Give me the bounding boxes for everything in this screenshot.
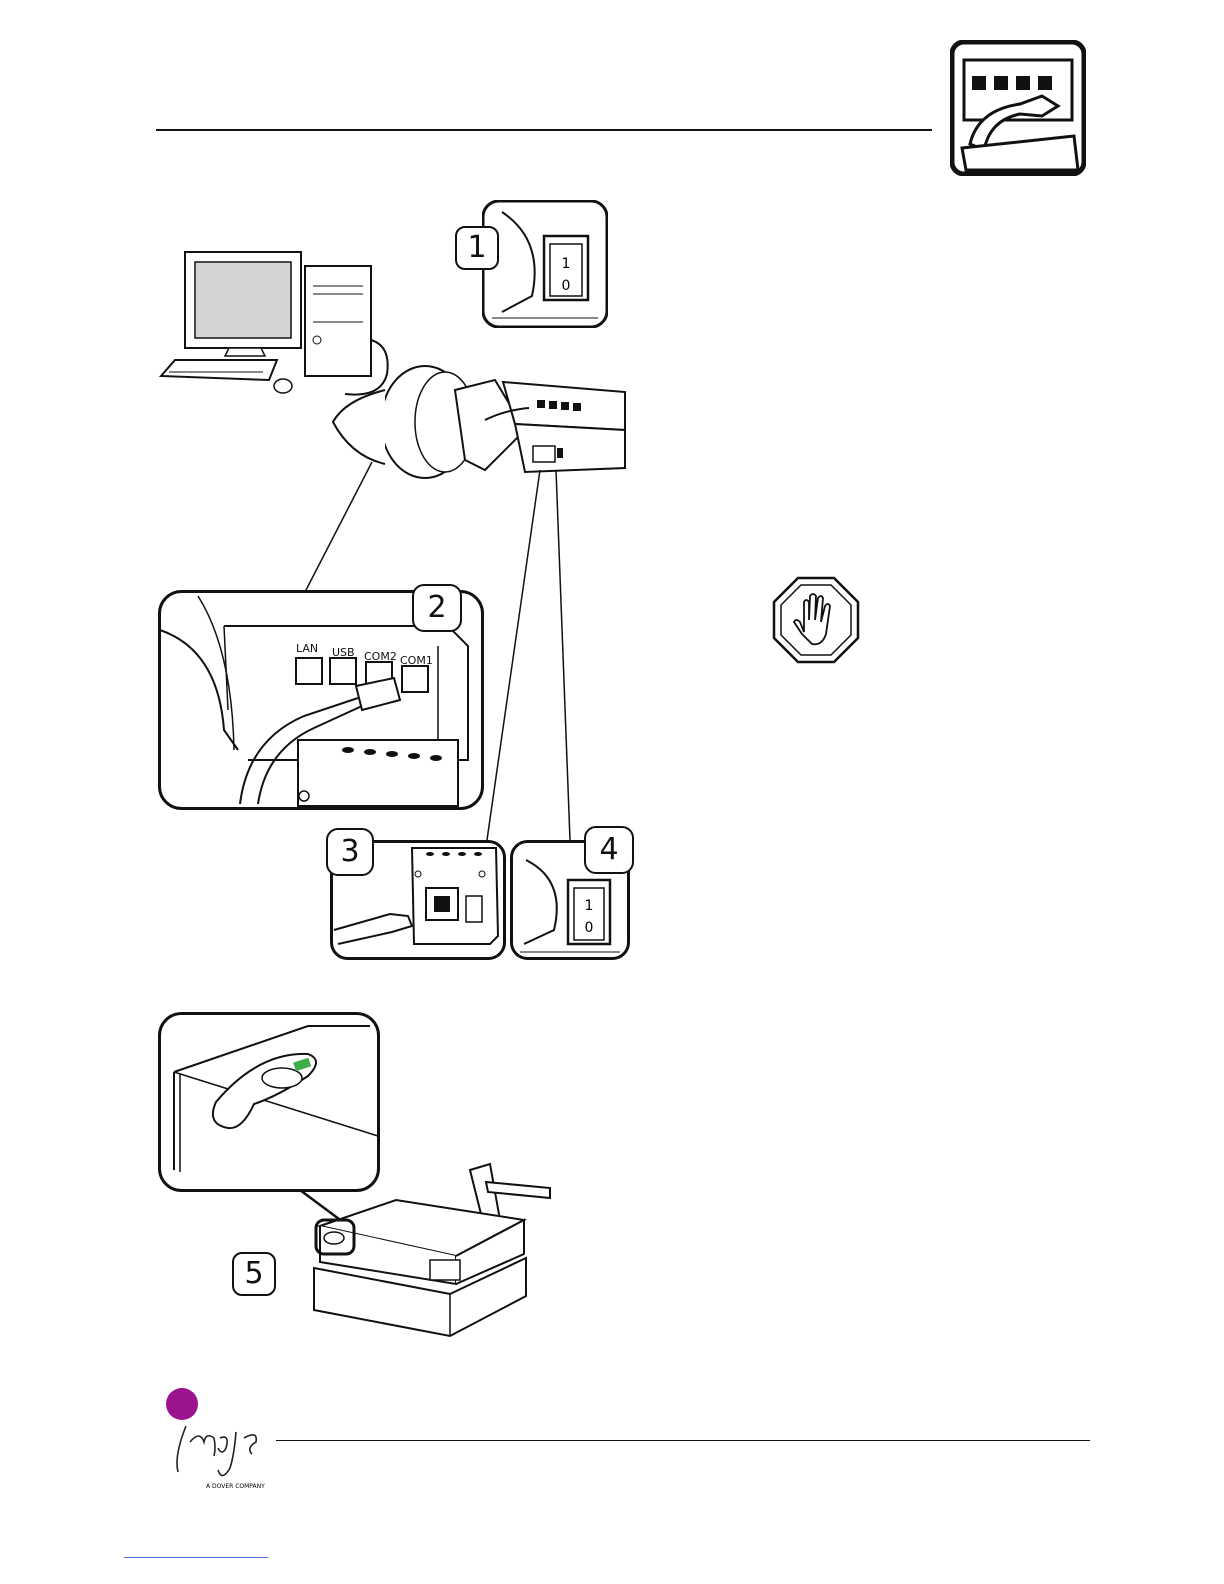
port-label-com1: COM1 [400, 654, 433, 667]
step-4-number: 4 [599, 832, 618, 867]
step-2-badge: 2 [412, 584, 462, 632]
step-5-badge: 5 [232, 1252, 276, 1296]
port-label-lan: LAN [296, 642, 318, 655]
step-3-badge: 3 [326, 828, 374, 876]
switch-on-label: 1 [585, 898, 594, 914]
step-2-number: 2 [427, 590, 446, 625]
footer-rule [276, 1440, 1090, 1441]
coder-illustration [300, 1160, 560, 1350]
imaje-logo: A DOVER COMPANY [160, 1386, 270, 1490]
logo-tagline: A DOVER COMPANY [206, 1483, 265, 1490]
switch-off-label: 0 [585, 920, 594, 936]
step-4-badge: 4 [584, 826, 634, 874]
step-5-number: 5 [244, 1256, 263, 1291]
step-3-number: 3 [340, 834, 359, 869]
stop-hand-icon [772, 576, 860, 664]
footer-link-underline[interactable] [124, 1557, 268, 1558]
port-label-usb: USB [332, 646, 355, 659]
port-label-com2: COM2 [364, 650, 397, 663]
